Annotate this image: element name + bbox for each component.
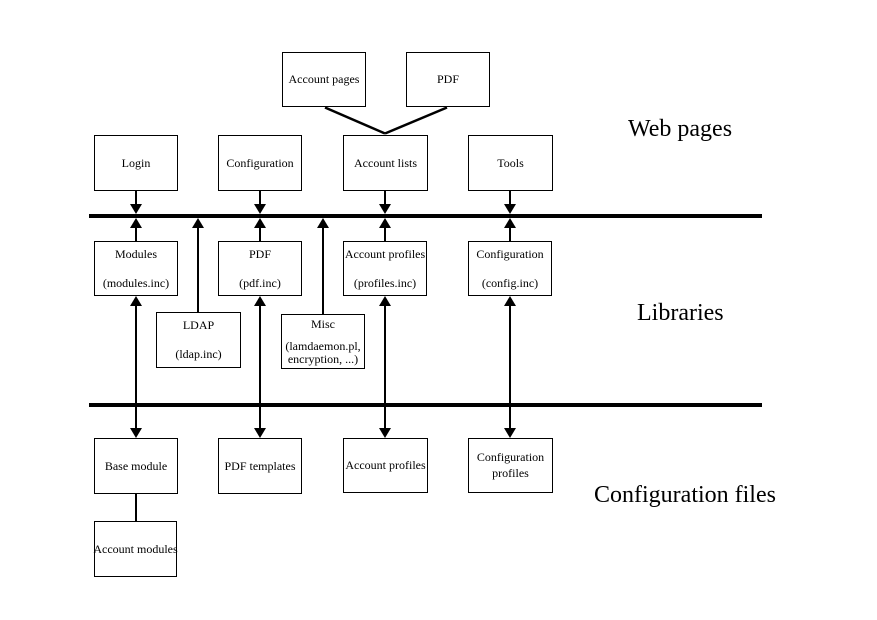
node-label: PDF templates bbox=[224, 458, 296, 473]
node-label: Modules bbox=[115, 246, 157, 261]
node-label: Configuration bbox=[226, 155, 294, 170]
arrow-head-tools-to-bus bbox=[504, 204, 516, 214]
node-sublabel: (lamdaemon.pl, bbox=[285, 338, 361, 353]
node-sublabel: (modules.inc) bbox=[102, 275, 170, 290]
arrow-head-up-modules-base-module bbox=[130, 296, 142, 306]
arrow-shaft-pdf-lib-to-bus bbox=[259, 227, 261, 241]
node-sublabel: profiles bbox=[492, 466, 529, 480]
arrow-head-pdf-lib-to-bus bbox=[254, 218, 266, 228]
connector-base-module-to-account-modules bbox=[135, 494, 137, 521]
node-label: Account profiles bbox=[344, 246, 426, 261]
arrow-shaft-profiles-lib-account-profiles bbox=[384, 305, 386, 428]
arrow-head-config-lib-to-bus bbox=[504, 218, 516, 228]
node-label: Login bbox=[121, 155, 151, 170]
connector-pdf-to-account-lists bbox=[384, 106, 448, 135]
node-configuration-lib: Configuration (config.inc) bbox=[468, 241, 552, 296]
arrow-shaft-tools-to-bus bbox=[509, 191, 511, 205]
node-configuration-profiles-file: Configuration profiles bbox=[468, 438, 553, 493]
arrow-head-up-profiles-lib-account-profiles bbox=[379, 296, 391, 306]
node-misc-lib: Misc (lamdaemon.pl, encryption, ...) bbox=[281, 314, 365, 369]
node-login: Login bbox=[94, 135, 178, 191]
arrow-head-account-lists-to-bus bbox=[379, 204, 391, 214]
node-modules-lib: Modules (modules.inc) bbox=[94, 241, 178, 296]
arrow-head-login-to-bus bbox=[130, 204, 142, 214]
arrow-shaft-configuration-to-bus bbox=[259, 191, 261, 205]
node-label: PDF bbox=[248, 246, 271, 261]
section-label-libraries: Libraries bbox=[637, 300, 724, 326]
bus-line-web-to-libraries bbox=[89, 214, 762, 218]
arrow-shaft-modules-base-module bbox=[135, 305, 137, 428]
arrow-head-up-config-lib-config-profiles bbox=[504, 296, 516, 306]
node-sublabel: (pdf.inc) bbox=[239, 275, 281, 290]
arrow-shaft-config-lib-config-profiles bbox=[509, 305, 511, 428]
arrow-head-down-modules-base-module bbox=[130, 428, 142, 438]
node-label: Tools bbox=[497, 155, 524, 170]
node-account-lists: Account lists bbox=[343, 135, 428, 191]
arrow-head-configuration-to-bus bbox=[254, 204, 266, 214]
arrow-shaft-config-lib-to-bus bbox=[509, 227, 511, 241]
arrow-shaft-pdf-lib-pdf-templates bbox=[259, 305, 261, 428]
node-label: Misc bbox=[311, 316, 335, 331]
bus-line-libraries-to-config bbox=[89, 403, 762, 407]
node-base-module: Base module bbox=[94, 438, 178, 494]
arrow-shaft-account-lists-to-bus bbox=[384, 191, 386, 205]
node-label: Base module bbox=[104, 458, 168, 473]
node-account-profiles-file: Account profiles bbox=[343, 438, 428, 493]
arrow-head-down-config-lib-config-profiles bbox=[504, 428, 516, 438]
arrow-head-down-pdf-lib-pdf-templates bbox=[254, 428, 266, 438]
node-label: Configuration bbox=[476, 246, 544, 261]
node-tools: Tools bbox=[468, 135, 553, 191]
node-label: Account pages bbox=[288, 72, 360, 86]
node-account-modules: Account modules bbox=[93, 521, 178, 577]
node-label: Account lists bbox=[354, 155, 417, 170]
arrow-shaft-misc-to-bus bbox=[322, 227, 324, 314]
node-pdf-templates: PDF templates bbox=[218, 438, 302, 494]
arrow-shaft-profiles-lib-to-bus bbox=[384, 227, 386, 241]
arrow-head-up-pdf-lib-pdf-templates bbox=[254, 296, 266, 306]
node-ldap-lib: LDAP (ldap.inc) bbox=[156, 312, 241, 368]
node-pdf-page: PDF bbox=[406, 52, 490, 107]
node-pdf-lib: PDF (pdf.inc) bbox=[218, 241, 302, 296]
node-account-profiles-lib: Account profiles (profiles.inc) bbox=[343, 241, 427, 296]
arrow-head-profiles-lib-to-bus bbox=[379, 218, 391, 228]
node-configuration-page: Configuration bbox=[218, 135, 302, 191]
section-label-configuration-files: Configuration files bbox=[594, 482, 776, 508]
node-label: Account profiles bbox=[345, 458, 426, 472]
node-label: Configuration bbox=[476, 450, 545, 464]
arrow-shaft-modules-to-bus bbox=[135, 227, 137, 241]
section-label-web-pages: Web pages bbox=[628, 116, 733, 142]
node-sublabel: encryption, ...) bbox=[287, 351, 359, 366]
node-account-pages: Account pages bbox=[282, 52, 366, 107]
arrow-head-modules-to-bus bbox=[130, 218, 142, 228]
arrow-shaft-login-to-bus bbox=[135, 191, 137, 205]
arrow-shaft-ldap-to-bus bbox=[197, 227, 199, 312]
arrow-head-ldap-to-bus bbox=[192, 218, 204, 228]
node-label: PDF bbox=[436, 72, 459, 86]
node-sublabel: (config.inc) bbox=[481, 275, 539, 290]
node-label: LDAP bbox=[182, 318, 215, 332]
node-label: Account modules bbox=[93, 541, 178, 556]
arrow-head-misc-to-bus bbox=[317, 218, 329, 228]
node-sublabel: (profiles.inc) bbox=[353, 275, 417, 290]
connector-account-pages-to-account-lists bbox=[324, 106, 386, 135]
arrow-head-down-profiles-lib-account-profiles bbox=[379, 428, 391, 438]
node-sublabel: (ldap.inc) bbox=[175, 347, 222, 361]
